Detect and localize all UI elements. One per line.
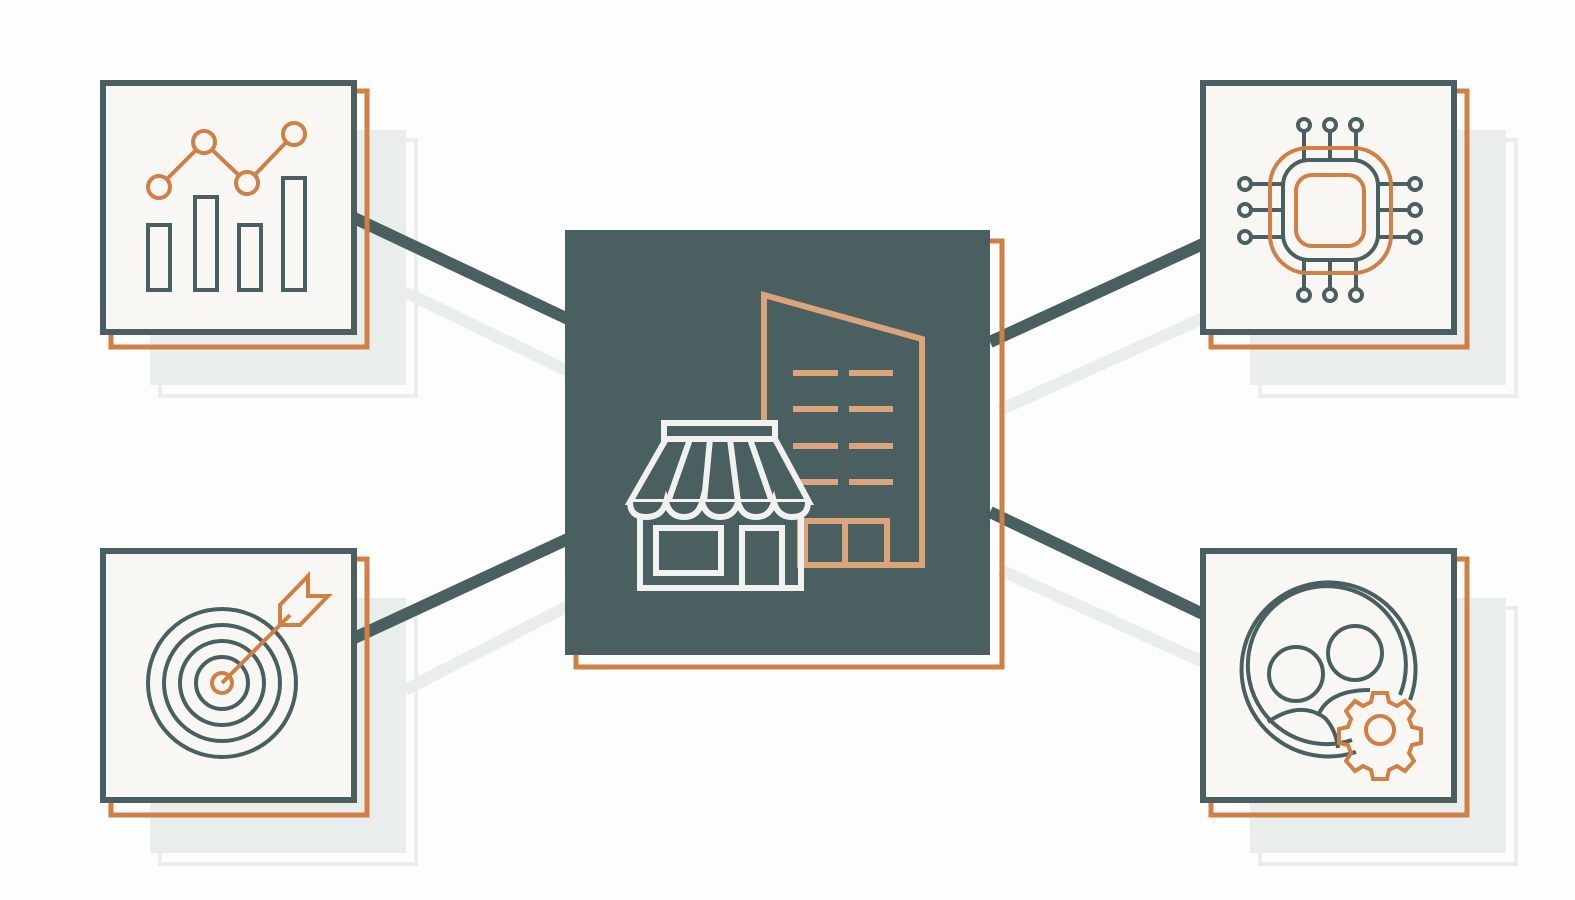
node-card-top-left <box>100 80 370 350</box>
connector-shadows <box>402 286 1213 696</box>
team-with-gear-icon <box>1239 580 1423 781</box>
connector-bottom-right <box>987 506 1208 621</box>
connectors <box>347 210 1208 646</box>
connector-top-right <box>987 237 1208 348</box>
microchip-icon <box>1237 117 1423 303</box>
node-card-bottom-left <box>100 548 370 818</box>
node-card-bottom-right <box>1200 548 1470 818</box>
connector-top-left <box>347 210 573 326</box>
target-with-arrow-icon <box>146 571 333 759</box>
center-hub <box>565 230 1005 670</box>
gear-icon <box>1337 691 1423 781</box>
connector-bottom-left <box>347 532 573 646</box>
node-card-top-right <box>1200 80 1470 350</box>
storefront-and-office-building-icon <box>624 291 925 591</box>
bar-chart-with-trend-line-icon <box>146 121 307 292</box>
